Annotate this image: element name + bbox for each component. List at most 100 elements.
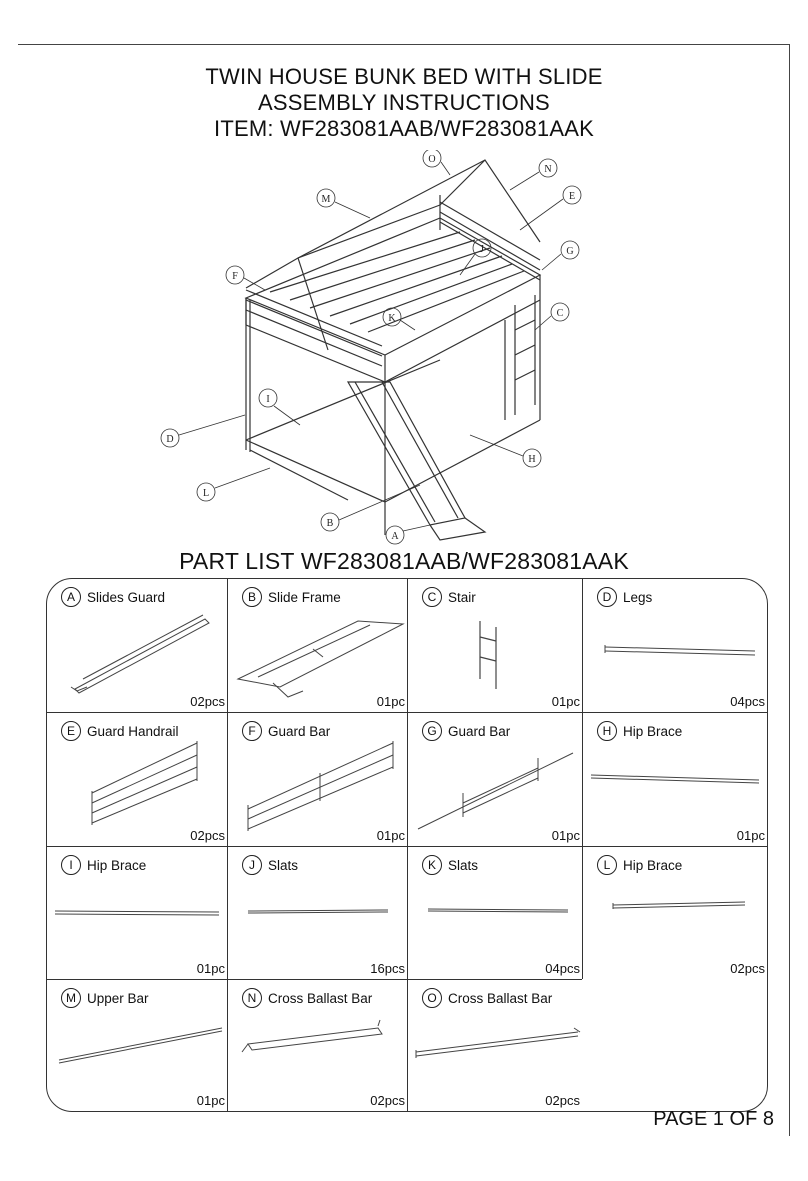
subtitle-line: ASSEMBLY INSTRUCTIONS [258, 90, 550, 115]
part-quantity: 02pcs [190, 694, 225, 709]
callout-H: H [528, 454, 535, 465]
part-list-title: PART LIST WF283081AAB/WF283081AAK [179, 548, 629, 574]
part-letter-badge: E [61, 721, 81, 741]
part-cell-I: I Hip Brace 01pc [47, 846, 227, 979]
part-name: Hip Brace [623, 857, 683, 873]
part-quantity: 01pc [551, 694, 580, 709]
part-name: Stair [448, 589, 476, 605]
part-name: Guard Bar [268, 723, 331, 739]
part-cell-O: O Cross Ballast Bar 02pcs [407, 979, 582, 1111]
part-letter-badge: H [597, 721, 617, 741]
part-cell-N: N Cross Ballast Bar 02pcs [227, 979, 407, 1111]
top-rule [18, 44, 790, 45]
callout-L: L [203, 488, 209, 499]
part-name: Legs [623, 589, 653, 605]
part-quantity: 02pcs [545, 1093, 580, 1108]
part-name: Hip Brace [87, 857, 147, 873]
part-quantity: 02pcs [370, 1093, 405, 1108]
part-letter-badge: M [61, 988, 81, 1008]
callout-D: D [166, 434, 173, 445]
part-quantity: 01pc [196, 961, 225, 976]
title-line: TWIN HOUSE BUNK BED WITH SLIDE [205, 64, 603, 89]
callout-A: A [391, 531, 399, 542]
slats-drawing-j [247, 909, 389, 914]
legs-drawing [604, 645, 756, 656]
hip-brace-drawing-h [590, 774, 760, 784]
part-quantity: 01pc [196, 1093, 225, 1108]
callout-B: B [327, 518, 334, 529]
part-name: Slats [448, 857, 479, 873]
part-name: Guard Bar [448, 723, 511, 739]
part-letter-badge: L [597, 855, 617, 875]
upper-bar-drawing [58, 1027, 223, 1064]
part-name: Slides Guard [87, 589, 166, 605]
part-cell-M: M Upper Bar 01pc [47, 979, 227, 1111]
part-quantity: 02pcs [730, 961, 765, 976]
callout-E: E [569, 191, 575, 202]
page-number: PAGE 1 OF 8 [653, 1108, 774, 1130]
slats-drawing-k [427, 908, 569, 913]
callout-J: J [480, 244, 484, 255]
slides-guard-drawing [70, 614, 210, 694]
part-name: Slats [268, 857, 299, 873]
slide-frame-drawing [236, 620, 405, 698]
part-letter-badge: K [422, 855, 442, 875]
assembled-bed-diagram: O N M E J G F K C I D H L B A [160, 150, 582, 545]
part-quantity: 01pc [551, 828, 580, 843]
part-quantity: 04pcs [545, 961, 580, 976]
part-letter-badge: G [422, 721, 442, 741]
callout-O: O [428, 154, 435, 165]
part-letter-badge: O [422, 988, 442, 1008]
part-quantity: 16pcs [370, 961, 405, 976]
part-cell-F: F Guard Bar 01pc [227, 712, 407, 846]
part-letter-badge: B [242, 587, 262, 607]
part-quantity: 01pc [736, 828, 765, 843]
hip-brace-drawing-l [612, 901, 746, 909]
guard-bar-drawing-f [247, 741, 394, 831]
part-cell-G: G Guard Bar 01pc [407, 712, 582, 846]
part-cell-A: A Slides Guard 02pcs [47, 579, 227, 712]
part-quantity: 01pc [376, 828, 405, 843]
callout-N: N [544, 164, 551, 175]
item-line: ITEM: WF283081AAB/WF283081AAK [214, 116, 594, 141]
stair-drawing [479, 621, 497, 689]
part-name: Guard Handrail [87, 723, 179, 739]
part-cell-B: B Slide Frame 01pc [227, 579, 407, 712]
part-cell-D: D Legs 04pcs [582, 579, 767, 712]
part-letter-badge: F [242, 721, 262, 741]
part-quantity: 02pcs [190, 828, 225, 843]
part-cell-C: C Stair 01pc [407, 579, 582, 712]
document-header: TWIN HOUSE BUNK BED WITH SLIDE ASSEMBLY … [0, 64, 808, 142]
hip-brace-drawing-i [54, 910, 220, 916]
part-quantity: 01pc [376, 694, 405, 709]
part-cell-E: E Guard Handrail 02pcs [47, 712, 227, 846]
right-rule [789, 44, 790, 1136]
part-letter-badge: N [242, 988, 262, 1008]
part-letter-badge: A [61, 587, 81, 607]
part-cell-H: H Hip Brace 01pc [582, 712, 767, 846]
part-quantity: 04pcs [730, 694, 765, 709]
part-cell-J: J Slats 16pcs [227, 846, 407, 979]
callout-C: C [557, 308, 564, 319]
part-name: Cross Ballast Bar [448, 990, 553, 1006]
callout-F: F [232, 271, 238, 282]
callout-G: G [566, 246, 573, 257]
callout-I: I [266, 394, 269, 405]
cross-ballast-bar-drawing-n [241, 1019, 383, 1053]
callout-M: M [322, 194, 331, 205]
guard-handrail-drawing [91, 741, 198, 825]
part-letter-badge: J [242, 855, 262, 875]
part-cell-L: L Hip Brace 02pcs [582, 846, 767, 979]
part-name: Cross Ballast Bar [268, 990, 373, 1006]
part-name: Hip Brace [623, 723, 683, 739]
cross-ballast-bar-drawing-o [415, 1027, 581, 1058]
part-letter-badge: D [597, 587, 617, 607]
part-name: Slide Frame [268, 589, 341, 605]
guard-bar-drawing-g [417, 752, 574, 830]
callout-K: K [388, 313, 396, 324]
part-letter-badge: I [61, 855, 81, 875]
part-cell-K: K Slats 04pcs [407, 846, 582, 979]
part-letter-badge: C [422, 587, 442, 607]
part-name: Upper Bar [87, 990, 149, 1006]
